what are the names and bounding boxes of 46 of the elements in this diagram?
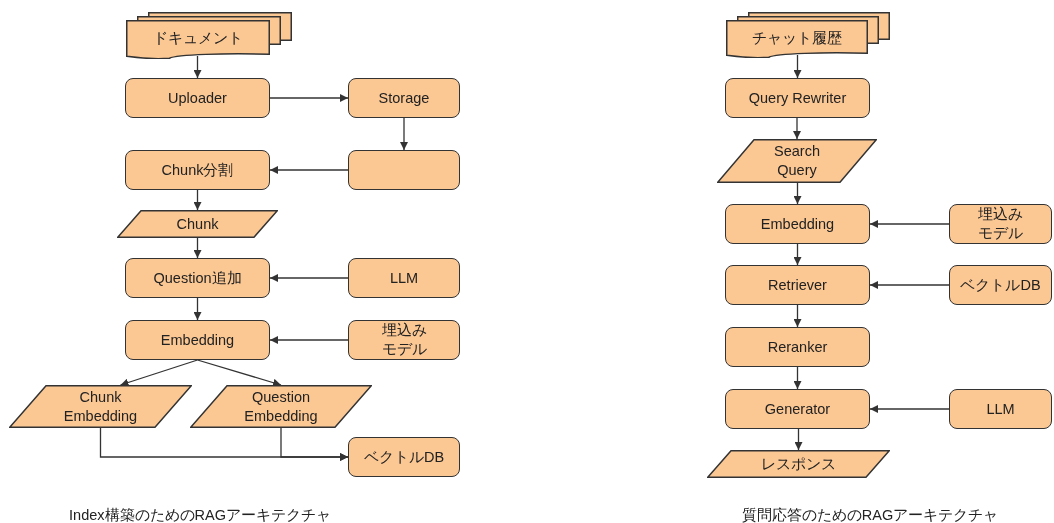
arrow xyxy=(794,428,803,451)
arrow xyxy=(193,237,202,259)
process-box: Embedding xyxy=(725,204,870,244)
arrow xyxy=(869,281,950,289)
process-box xyxy=(348,150,460,190)
process-box: 埋込みモデル xyxy=(348,320,460,360)
process-box: Query Rewriter xyxy=(725,78,870,118)
arrow xyxy=(119,359,199,387)
process-box: Retriever xyxy=(725,265,870,305)
arrow xyxy=(280,427,349,461)
process-box: Embedding xyxy=(125,320,270,360)
data-box: Question Embedding xyxy=(190,385,372,428)
data-box: Search Query xyxy=(717,139,877,183)
process-box: ベクトルDB xyxy=(348,437,460,477)
data-box: Chunk Embedding xyxy=(9,385,192,428)
arrow xyxy=(269,166,349,174)
process-box: Storage xyxy=(348,78,460,118)
caption-text: Index構築のためのRAGアーキテクチャ xyxy=(69,506,331,523)
process-box: Generator xyxy=(725,389,870,429)
arrow xyxy=(269,336,349,344)
arrow xyxy=(793,117,801,140)
process-box: LLM xyxy=(348,258,460,298)
arrow xyxy=(793,243,802,266)
arrow xyxy=(793,304,802,328)
process-box: Reranker xyxy=(725,327,870,367)
arrow xyxy=(400,117,408,151)
data-box: Chunk xyxy=(117,210,278,238)
arrow xyxy=(193,55,202,79)
arrow xyxy=(193,189,202,211)
data-box: レスポンス xyxy=(707,450,890,478)
process-box: Chunk分割 xyxy=(125,150,270,190)
arrow xyxy=(196,359,282,387)
arrow xyxy=(269,94,349,102)
arrow xyxy=(793,366,802,390)
arrow xyxy=(869,405,950,413)
caption-text: 質問応答のためのRAGアーキテクチャ xyxy=(741,506,999,523)
arrow xyxy=(793,182,802,205)
process-box: Uploader xyxy=(125,78,270,118)
arrow xyxy=(269,274,349,282)
process-box: 埋込みモデル xyxy=(949,204,1052,244)
arrow xyxy=(869,220,950,228)
arrow xyxy=(193,297,202,321)
arrow xyxy=(793,54,802,79)
process-box: Question追加 xyxy=(125,258,270,298)
process-box: LLM xyxy=(949,389,1052,429)
process-box: ベクトルDB xyxy=(949,265,1052,305)
